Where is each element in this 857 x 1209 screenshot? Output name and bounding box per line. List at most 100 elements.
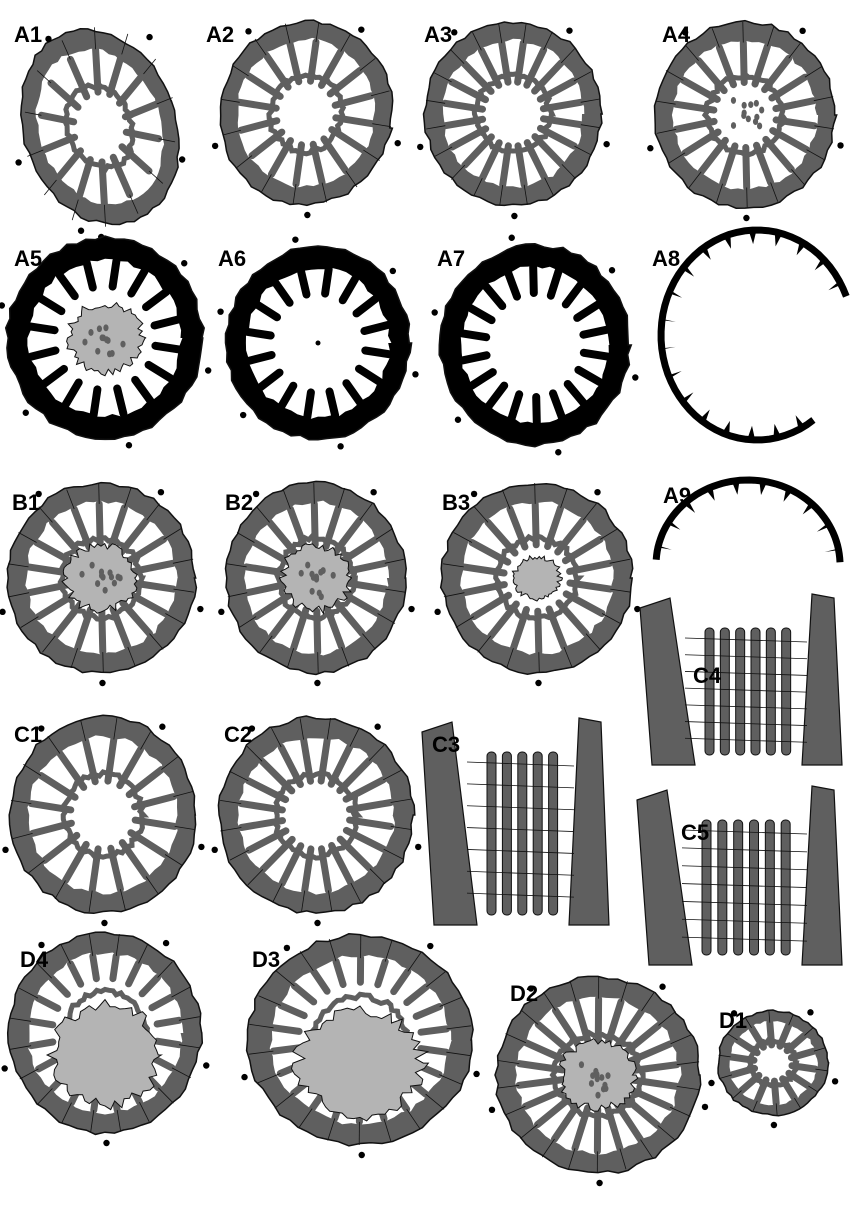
- tabula: [466, 849, 575, 854]
- label-a5: A5: [14, 246, 42, 271]
- septum: [532, 393, 541, 427]
- septal-suture: [27, 149, 44, 157]
- tabula: [466, 761, 575, 767]
- septal-suture: [439, 1074, 462, 1085]
- septum-dot: [831, 1078, 839, 1085]
- inner-ring: [471, 71, 556, 154]
- septal-suture: [60, 944, 71, 964]
- septum: [277, 1001, 308, 1020]
- septal-suture: [363, 149, 380, 161]
- septal-suture: [140, 730, 152, 750]
- septum-dot: [417, 143, 424, 151]
- septum: [290, 982, 318, 1006]
- septal-suture: [149, 633, 164, 650]
- outer-wall: [421, 721, 478, 926]
- septum-dot: [770, 1121, 778, 1129]
- septal-suture: [804, 1027, 814, 1036]
- septum-dot: [292, 236, 299, 243]
- septum-dot: [594, 488, 601, 496]
- septum: [309, 967, 331, 995]
- septum-dot: [451, 29, 458, 36]
- specimen-c5: [636, 785, 843, 966]
- septum-dot: [508, 234, 515, 241]
- pore: [115, 573, 121, 581]
- septal-suture: [124, 487, 132, 508]
- septum-band: [704, 627, 715, 756]
- septal-suture: [685, 44, 699, 61]
- septal-suture: [24, 111, 42, 116]
- septal-suture: [18, 532, 37, 543]
- septal-suture: [641, 992, 655, 1012]
- inner-ring: [271, 770, 364, 861]
- label-d3: D3: [252, 947, 280, 972]
- septal-suture: [229, 849, 249, 861]
- septal-suture: [257, 1073, 281, 1084]
- septum-dot: [807, 1009, 814, 1016]
- septal-suture: [434, 146, 453, 157]
- septal-suture: [544, 177, 554, 196]
- tabula: [681, 918, 808, 924]
- septal-suture: [439, 996, 463, 1007]
- septal-suture: [563, 646, 573, 667]
- septum-band: [765, 627, 776, 756]
- septal-suture: [23, 764, 42, 776]
- septal-suture: [455, 616, 475, 628]
- septum: [360, 321, 392, 335]
- septum: [342, 379, 365, 408]
- septum-dot: [837, 142, 844, 149]
- septal-suture: [746, 187, 748, 209]
- septal-suture: [61, 1102, 72, 1123]
- septum: [529, 263, 538, 297]
- septal-suture: [390, 798, 412, 803]
- septum-dot: [77, 227, 85, 234]
- inner-ring: [492, 533, 585, 623]
- septum-dot: [197, 605, 204, 613]
- inner-ring: [549, 1029, 646, 1120]
- septum: [276, 381, 298, 412]
- infilled-core: [290, 1005, 430, 1122]
- septal-suture: [473, 178, 483, 197]
- septum-stub: [664, 522, 681, 530]
- septal-suture: [568, 1148, 576, 1169]
- septal-suture: [385, 588, 406, 593]
- septal-suture: [610, 588, 631, 593]
- septum: [561, 280, 586, 309]
- septal-suture: [94, 27, 96, 50]
- septal-suture: [585, 633, 601, 650]
- septum: [148, 1054, 176, 1072]
- pore: [96, 325, 103, 333]
- septal-suture: [272, 883, 283, 903]
- septal-suture: [676, 1086, 699, 1090]
- septum-stub: [731, 480, 740, 495]
- lumen: [27, 735, 178, 895]
- septum-dot: [99, 679, 106, 687]
- septum-dot: [473, 1070, 480, 1078]
- septal-suture: [146, 503, 160, 521]
- specimen-b1: [0, 481, 204, 687]
- septum-band: [717, 819, 728, 956]
- label-c2: C2: [224, 722, 252, 747]
- septum-stub: [657, 346, 676, 349]
- septal-suture: [498, 23, 503, 44]
- pore: [605, 1072, 611, 1079]
- septal-suture: [222, 129, 242, 136]
- specimen-d1: [708, 1009, 839, 1129]
- septal-suture: [98, 482, 100, 504]
- septum-dot: [743, 214, 750, 222]
- septal-suture: [102, 652, 104, 674]
- septum: [296, 266, 311, 299]
- septal-suture: [665, 70, 684, 81]
- septum-dot: [241, 1073, 248, 1081]
- septum: [243, 327, 275, 340]
- septal-suture: [640, 1139, 653, 1159]
- septum-dot: [125, 442, 133, 449]
- septal-suture: [504, 1105, 526, 1116]
- septal-suture: [20, 616, 39, 628]
- septum-stub: [816, 525, 834, 532]
- septal-suture: [543, 31, 553, 50]
- septal-suture: [369, 868, 386, 885]
- septum-dot: [431, 309, 438, 316]
- specimen-a4: [647, 19, 844, 222]
- septum-dot: [415, 843, 422, 851]
